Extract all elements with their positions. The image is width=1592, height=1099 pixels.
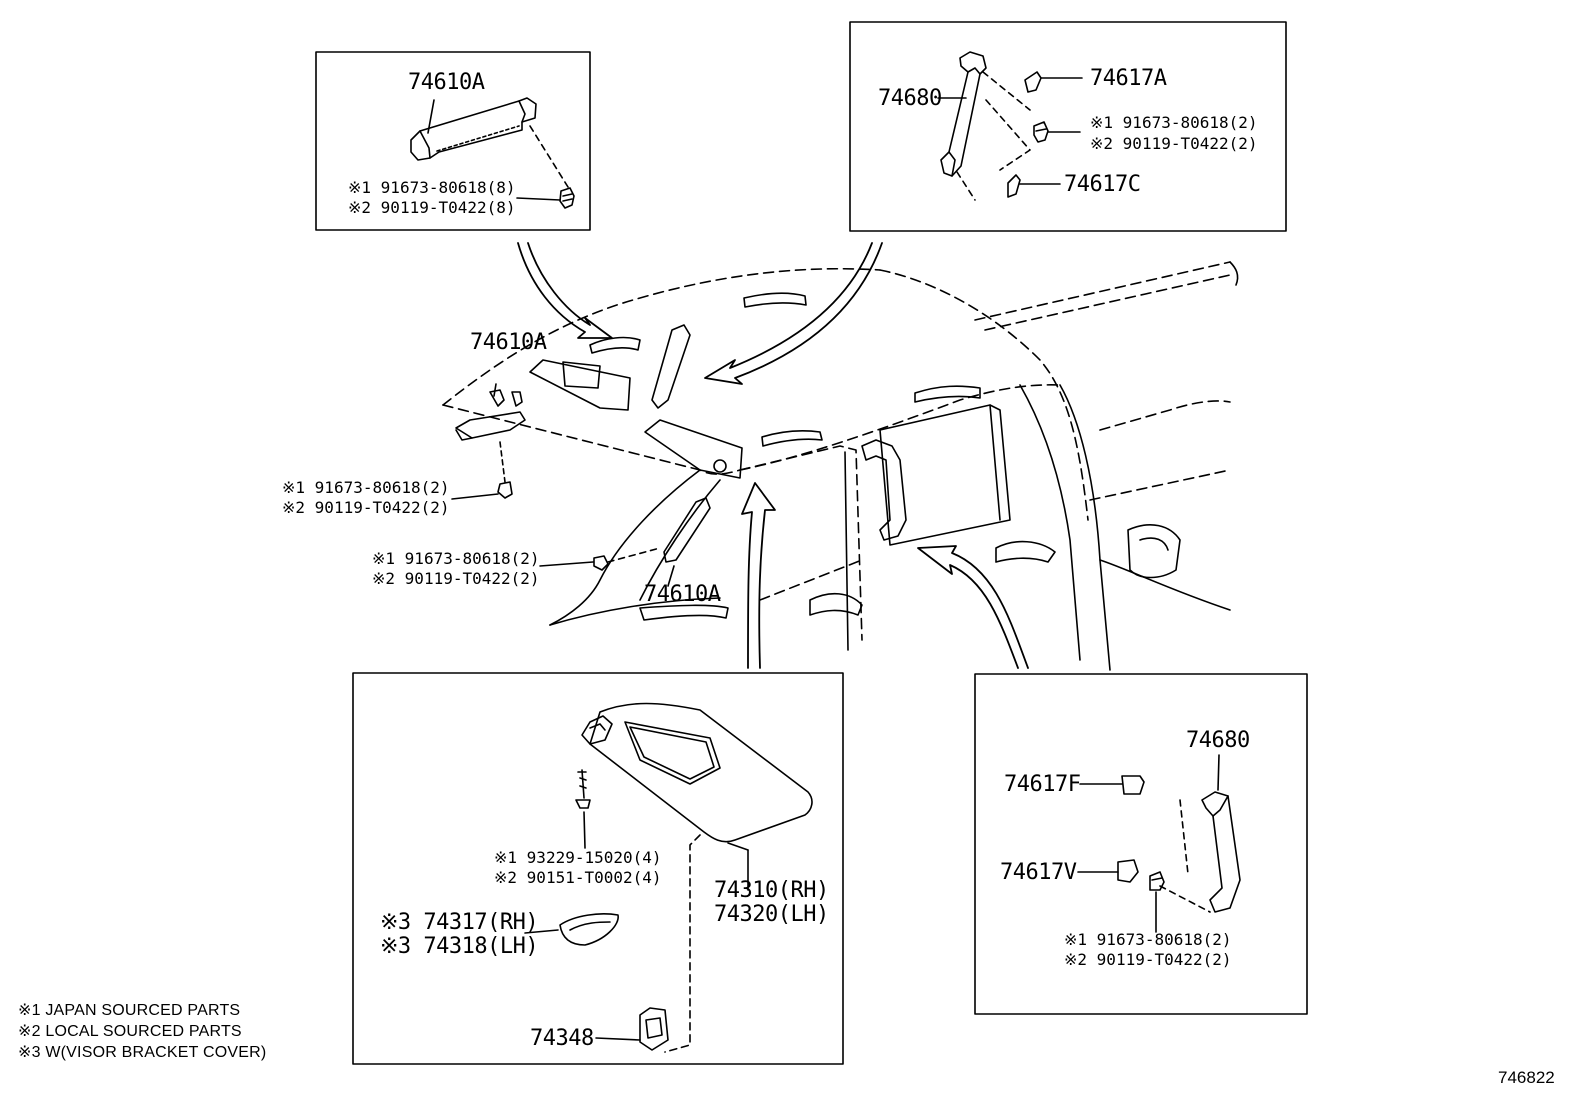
sun-visor-right-scene: [644, 419, 743, 479]
label-low-part: 74610A: [644, 582, 721, 607]
assist-grip-top-left: [410, 97, 537, 161]
label-tl-note2: ※2 90119-T0422(8): [348, 198, 516, 217]
cap-74617c: [1007, 174, 1021, 198]
label-low-note2: ※2 90119-T0422(2): [372, 569, 540, 588]
arrow-to-top-left: [517, 242, 613, 339]
label-bc-screw1: ※1 93229-15020(4): [494, 848, 662, 867]
callout-box-bottom-center: [352, 672, 844, 1065]
legend-item-2: ※2 LOCAL SOURCED PARTS: [18, 1023, 242, 1040]
arrow-to-top-right: [704, 242, 883, 385]
label-tr-note2: ※2 90119-T0422(2): [1090, 134, 1258, 153]
callout-box-top-right: [849, 21, 1287, 232]
arrow-to-bottom-right: [917, 545, 1029, 669]
label-mid-note2: ※2 90119-T0422(2): [282, 498, 450, 517]
label-br-cap-v: 74617V: [1000, 860, 1077, 885]
legend-item-3: ※3 W(VISOR BRACKET COVER): [18, 1044, 267, 1061]
sun-visor-detail: [581, 702, 813, 843]
cap-74617v: [1117, 859, 1139, 883]
label-bc-cover-lh: ※3 74318(LH): [380, 934, 539, 959]
label-tl-part: 74610A: [408, 70, 485, 95]
label-tr-note1: ※1 91673-80618(2): [1090, 113, 1258, 132]
callout-box-bottom-right: [974, 673, 1308, 1015]
label-mid-part: 74610A: [470, 330, 547, 355]
callout-box-top-left: [315, 51, 591, 231]
screw-bottom-right: [1149, 871, 1165, 891]
assist-grip-left-scene: [455, 389, 526, 441]
arrow-to-bottom-center: [741, 482, 776, 669]
label-tr-part: 74680: [878, 86, 942, 111]
label-tr-cap-c: 74617C: [1064, 172, 1141, 197]
visor-holder: [639, 1007, 669, 1051]
label-bc-visor-rh: 74310(RH): [714, 878, 829, 903]
label-mid-note1: ※1 91673-80618(2): [282, 478, 450, 497]
diagram-reference-number: 746822: [1498, 1068, 1555, 1087]
screw-top-left: [559, 187, 575, 209]
label-br-cap-f: 74617F: [1004, 772, 1081, 797]
label-br-part: 74680: [1186, 728, 1250, 753]
label-bc-cover-rh: ※3 74317(RH): [380, 910, 539, 935]
label-low-note1: ※1 91673-80618(2): [372, 549, 540, 568]
cap-74617a: [1024, 71, 1042, 93]
label-bc-visor-lh: 74320(LH): [714, 902, 829, 927]
screw-visor: [575, 769, 591, 809]
screw-top-right: [1033, 121, 1049, 143]
label-bc-holder: 74348: [530, 1026, 594, 1051]
legend-item-1: ※1 JAPAN SOURCED PARTS: [18, 1002, 241, 1019]
visor-bracket-cover: [559, 913, 619, 946]
label-bc-screw2: ※2 90151-T0002(4): [494, 868, 662, 887]
vehicle-interior-outline: [442, 261, 1239, 671]
assist-grip-top-right: [940, 51, 987, 177]
label-tl-note1: ※1 91673-80618(8): [348, 178, 516, 197]
assist-grip-bottom-right: [1201, 791, 1241, 913]
label-tr-cap-a: 74617A: [1090, 66, 1167, 91]
sun-visor-left-scene: [529, 359, 631, 411]
cap-74617f: [1121, 775, 1145, 795]
screw-left-scene: [497, 481, 513, 499]
screw-pillar-scene: [593, 555, 609, 571]
label-br-note1: ※1 91673-80618(2): [1064, 930, 1232, 949]
label-br-note2: ※2 90119-T0422(2): [1064, 950, 1232, 969]
legend: ※1 JAPAN SOURCED PARTS ※2 LOCAL SOURCED …: [18, 1000, 266, 1063]
